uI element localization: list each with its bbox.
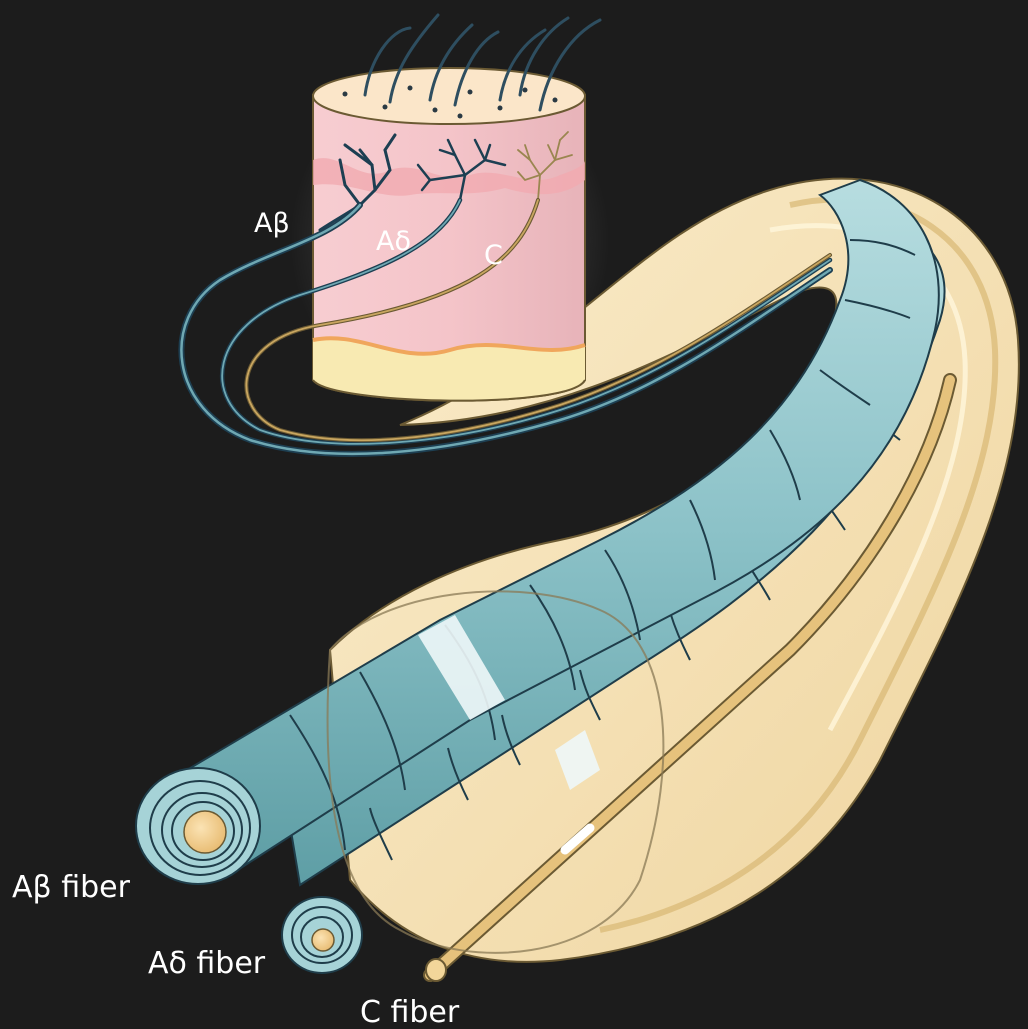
fiber-label-a-beta: Aβ fiber xyxy=(12,870,131,905)
skin-label-a-delta: Aδ xyxy=(376,226,411,257)
skin-label-c: C xyxy=(484,240,503,271)
skin-block xyxy=(290,68,610,410)
fiber-label-a-delta: Aδ fiber xyxy=(148,946,266,981)
skin-label-a-beta: Aβ xyxy=(254,208,290,239)
fiber-label-c: C fiber xyxy=(360,995,460,1029)
